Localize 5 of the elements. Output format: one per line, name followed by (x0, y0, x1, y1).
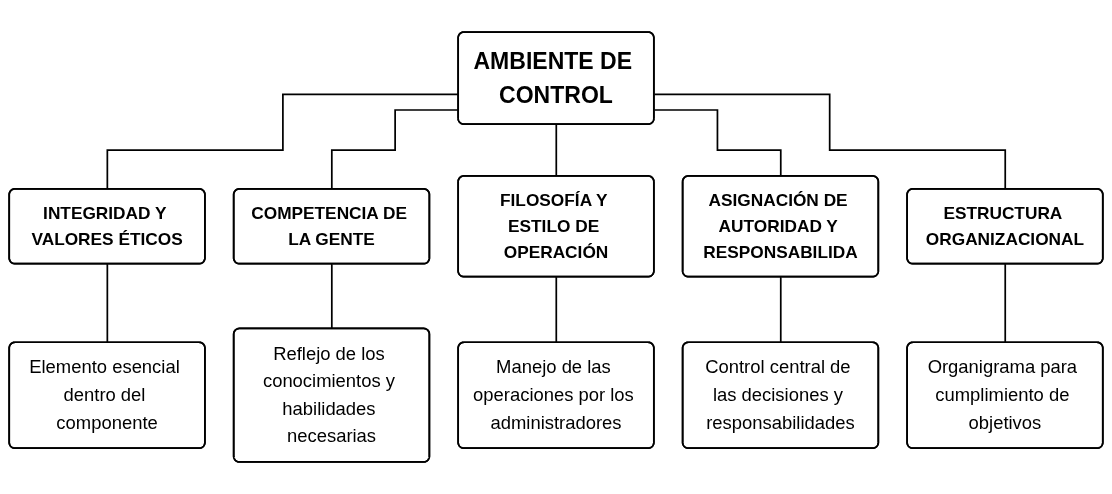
connector (1004, 263, 1007, 344)
connector (779, 276, 782, 344)
connector (330, 263, 333, 330)
connector (106, 263, 109, 344)
connector (555, 276, 558, 344)
